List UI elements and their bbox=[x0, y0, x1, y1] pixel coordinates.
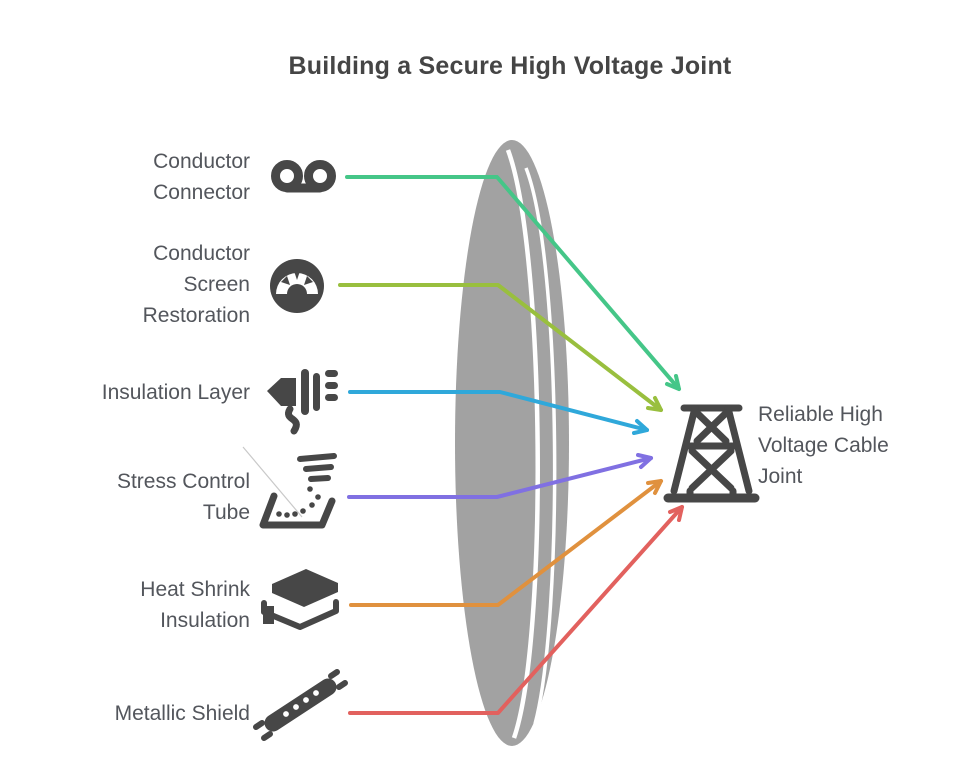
row-label-stress-control-tube: Stress Control Tube bbox=[116, 470, 250, 524]
connector-line-1 bbox=[345, 175, 681, 391]
power-plug-icon bbox=[267, 369, 338, 435]
arrowhead-1 bbox=[665, 374, 681, 391]
arrowhead-2 bbox=[646, 396, 663, 412]
particle-tray-icon bbox=[259, 453, 337, 529]
row-label-heat-shrink-insulation: Heat Shrink Insulation bbox=[140, 578, 250, 632]
leader-line bbox=[242, 446, 303, 518]
connector-line-2 bbox=[338, 283, 663, 412]
braided-rod-icon bbox=[253, 669, 348, 741]
connector-line-3 bbox=[348, 390, 649, 432]
arrowhead-6 bbox=[668, 505, 684, 522]
gauge-icon bbox=[270, 259, 324, 313]
row-label-conductor-screen-restoration: Conductor Screen Restoration bbox=[142, 242, 250, 327]
layered-slab-icon bbox=[261, 569, 339, 630]
row-label-metallic-shield: Metallic Shield bbox=[114, 702, 250, 725]
result-label: Reliable High Voltage Cable Joint bbox=[758, 403, 889, 488]
connector-line-4 bbox=[347, 456, 653, 499]
connector-lines bbox=[338, 175, 684, 715]
transmission-tower-icon bbox=[663, 404, 760, 503]
connector-line-5 bbox=[349, 479, 663, 607]
row-label-insulation-layer: Insulation Layer bbox=[101, 381, 250, 404]
arrowhead-4 bbox=[636, 453, 653, 469]
lens-shape bbox=[455, 140, 569, 746]
arrowhead-5 bbox=[646, 479, 663, 495]
connector-line-6 bbox=[348, 505, 684, 715]
arrowhead-3 bbox=[632, 419, 649, 435]
lens-stripe-outer bbox=[524, 167, 557, 725]
cable-connector-loops-icon bbox=[271, 160, 336, 193]
page-title: Building a Secure High Voltage Joint bbox=[288, 52, 732, 80]
row-label-conductor-connector: Conductor Connector bbox=[153, 150, 250, 204]
